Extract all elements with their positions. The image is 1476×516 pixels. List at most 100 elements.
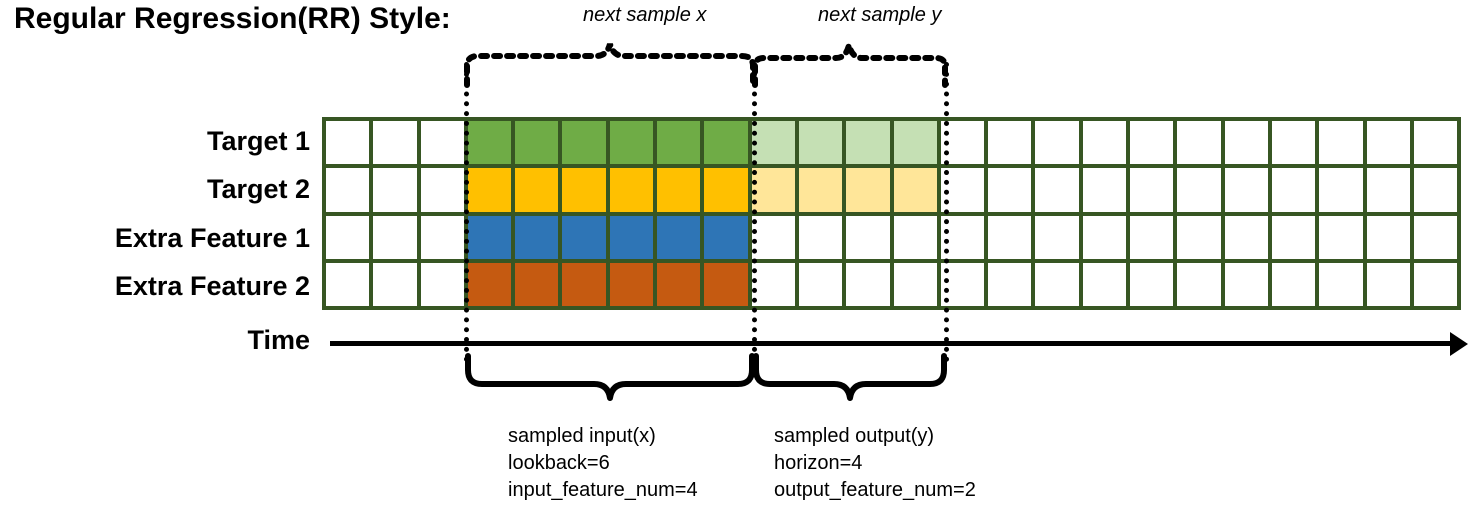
grid-row (326, 121, 1458, 165)
grid-cell-blank (1271, 121, 1316, 165)
grid-cell-blank (1366, 121, 1410, 165)
grid-cell-output (798, 168, 843, 212)
grid-cell-input (562, 168, 606, 212)
row-label-column: Target 1 Target 2 Extra Feature 1 Extra … (0, 117, 310, 311)
grid-cell-blank (798, 262, 843, 306)
grid-cell-input (562, 262, 606, 306)
note-sampled-input: sampled input(x) lookback=6 input_featur… (508, 423, 698, 504)
grid-cell-blank (1413, 262, 1458, 306)
grid-cell-input (562, 215, 606, 259)
note-sampled-output: sampled output(y) horizon=4 output_featu… (774, 423, 976, 504)
grid-cell-blank (1366, 262, 1410, 306)
grid-cell-blank (988, 121, 1032, 165)
grid-cell-blank (1319, 215, 1363, 259)
guide-line-output-end (944, 62, 949, 362)
grid-cell-blank (1271, 168, 1316, 212)
grid-cell-blank (1130, 168, 1174, 212)
grid-cell-input (609, 121, 654, 165)
grid-cell-blank (751, 215, 795, 259)
grid-cell-input (657, 168, 701, 212)
grid-cell-blank (798, 215, 843, 259)
grid-cell-blank (1366, 168, 1410, 212)
grid-cell-input (515, 262, 559, 306)
time-axis-label: Time (247, 325, 310, 355)
grid-cell-input (704, 215, 748, 259)
grid-cell-output (893, 168, 937, 212)
grid-cell-input (515, 215, 559, 259)
grid-cell-input (467, 215, 512, 259)
grid-cell-input (704, 168, 748, 212)
bottom-brace-sampled-input (465, 353, 755, 401)
grid-cell-blank (1082, 215, 1127, 259)
grid-cell-input (609, 262, 654, 306)
grid-cell-blank (1319, 121, 1363, 165)
grid-cell-output (751, 121, 795, 165)
note-sampled-output-line1: sampled output(y) (774, 425, 935, 447)
grid-cell-blank (1035, 121, 1079, 165)
page-title: Regular Regression(RR) Style: (14, 2, 451, 35)
grid-cell-blank (1177, 168, 1221, 212)
row-label-target-1: Target 1 (206, 126, 310, 156)
grid-cell-blank (988, 215, 1032, 259)
grid-cell-blank (1082, 168, 1127, 212)
grid-cell-output (798, 121, 843, 165)
grid-cell-blank (1319, 168, 1363, 212)
grid-cell-blank (1271, 215, 1316, 259)
row-label-extra-feature-1: Extra Feature 1 (114, 223, 310, 253)
grid-cell-blank (893, 215, 937, 259)
grid-cell-blank (326, 168, 370, 212)
grid-cell-input (467, 262, 512, 306)
grid-cell-input (515, 121, 559, 165)
row-label-extra-feature-2: Extra Feature 2 (114, 271, 310, 301)
grid-cell-blank (1224, 168, 1268, 212)
guide-line-input-start (464, 62, 469, 362)
grid-cell-blank (1224, 215, 1268, 259)
grid-cell-blank (1413, 168, 1458, 212)
grid-cell-blank (1413, 121, 1458, 165)
grid-cell-blank (373, 215, 417, 259)
grid-cell-blank (1177, 121, 1221, 165)
grid-cell-blank (1082, 121, 1127, 165)
guide-line-input-end (752, 62, 757, 362)
grid-cell-blank (420, 262, 464, 306)
grid-cell-input (515, 168, 559, 212)
grid-cell-output (893, 121, 937, 165)
grid-cell-blank (1035, 168, 1079, 212)
grid-row (326, 168, 1458, 212)
top-brace-next-sample-x (464, 43, 756, 88)
annotation-next-sample-x: next sample x (583, 4, 707, 26)
grid-cell-blank (1413, 215, 1458, 259)
grid-cell-blank (420, 168, 464, 212)
note-sampled-output-line2: horizon=4 (774, 452, 863, 474)
note-sampled-input-line3: input_feature_num=4 (508, 479, 698, 501)
grid-cell-blank (751, 262, 795, 306)
grid-cell-blank (326, 121, 370, 165)
grid-cell-input (704, 121, 748, 165)
grid-cell-blank (326, 262, 370, 306)
grid-cell-output (751, 168, 795, 212)
grid-cell-blank (893, 262, 937, 306)
bottom-brace-sampled-output (753, 353, 947, 401)
note-sampled-input-line1: sampled input(x) (508, 425, 656, 447)
annotation-next-sample-y: next sample y (818, 4, 942, 26)
grid-cell-blank (1366, 215, 1410, 259)
grid-cell-blank (1177, 262, 1221, 306)
grid-cell-blank (373, 262, 417, 306)
grid-cell-input (657, 262, 701, 306)
grid-cell-blank (1224, 262, 1268, 306)
row-label-target-2: Target 2 (206, 174, 310, 204)
top-brace-next-sample-y (752, 44, 948, 88)
grid-cell-input (467, 121, 512, 165)
grid-cell-blank (1130, 262, 1174, 306)
grid-cell-input (467, 168, 512, 212)
time-axis-arrow-icon (1450, 332, 1468, 356)
grid-cell-blank (1130, 121, 1174, 165)
grid-cell-blank (846, 215, 890, 259)
grid-cell-blank (1271, 262, 1316, 306)
grid-cell-blank (326, 215, 370, 259)
time-axis-line (330, 341, 1458, 346)
grid-cell-input (704, 262, 748, 306)
grid-cell-input (657, 215, 701, 259)
grid-cell-blank (988, 168, 1032, 212)
grid-cell-input (657, 121, 701, 165)
